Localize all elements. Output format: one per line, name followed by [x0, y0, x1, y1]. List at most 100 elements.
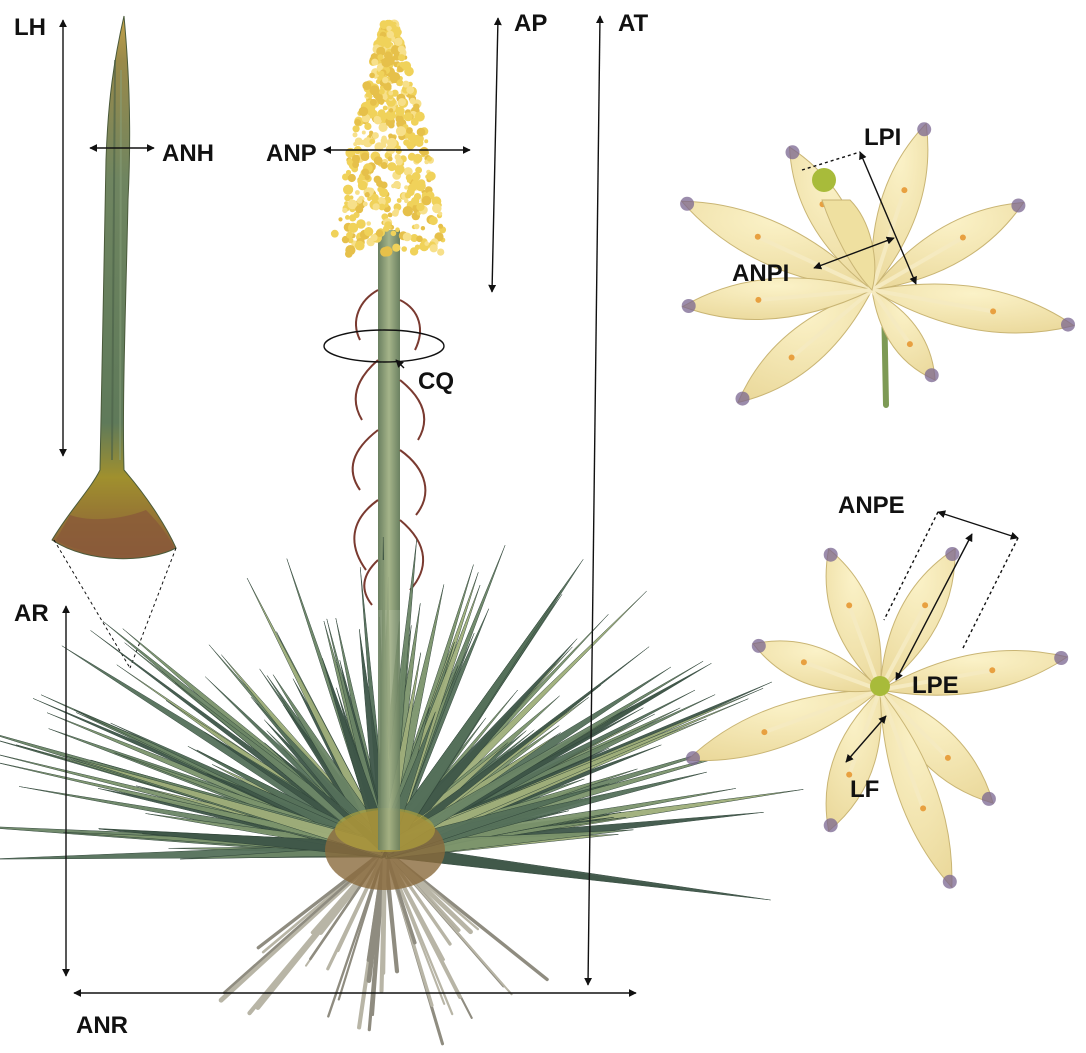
- panicle-floret: [371, 194, 379, 202]
- panicle-floret: [359, 107, 369, 117]
- panicle-floret: [421, 226, 425, 230]
- panicle-floret: [396, 126, 406, 136]
- panicle-floret: [342, 208, 347, 213]
- inflorescence-illustration: [331, 20, 446, 611]
- anther: [945, 755, 951, 761]
- anther: [846, 602, 852, 608]
- panicle-floret: [404, 112, 413, 121]
- panicle-floret: [387, 31, 395, 39]
- panicle-floret: [427, 172, 436, 181]
- panicle-floret: [389, 108, 393, 112]
- panicle-floret: [380, 101, 384, 105]
- panicle-floret: [369, 139, 375, 145]
- label-lh: LH: [14, 16, 46, 40]
- panicle-floret: [396, 115, 404, 123]
- panicle-floret: [371, 59, 378, 66]
- panicle-floret: [397, 80, 404, 87]
- panicle-floret: [409, 98, 415, 104]
- panicle-floret: [392, 210, 399, 217]
- panicle-floret: [358, 181, 368, 191]
- panicle-floret: [353, 142, 357, 146]
- panicle-floret: [388, 156, 393, 161]
- scape-base: [378, 560, 400, 850]
- label-anh: ANH: [162, 142, 214, 166]
- panicle-floret: [416, 203, 424, 211]
- panicle-floret: [381, 182, 388, 189]
- panicle-floret: [345, 250, 353, 258]
- petal-tip: [943, 875, 957, 889]
- panicle-floret: [354, 119, 361, 126]
- panicle-floret: [403, 206, 413, 216]
- panicle-floret: [372, 132, 379, 139]
- panicle-floret: [386, 26, 391, 31]
- panicle-floret: [391, 231, 397, 237]
- panicle-floret: [408, 184, 417, 193]
- panicle-floret: [361, 152, 370, 161]
- panicle-floret: [355, 190, 360, 195]
- panicle-floret: [383, 106, 388, 111]
- panicle-floret: [430, 244, 438, 252]
- panicle-floret: [365, 192, 369, 196]
- stigma: [870, 676, 890, 696]
- panicle-floret: [381, 58, 391, 68]
- panicle-floret: [378, 111, 384, 117]
- panicle-floret: [396, 158, 403, 165]
- rosette-illustration: [0, 537, 803, 1044]
- panicle-floret: [398, 98, 406, 106]
- anther: [755, 234, 761, 240]
- panicle-floret: [392, 244, 400, 252]
- panicle-floret: [432, 204, 442, 214]
- panicle-floret: [382, 77, 388, 83]
- petal-tip: [1011, 199, 1025, 213]
- panicle-floret: [398, 54, 405, 61]
- petal-tip: [680, 197, 694, 211]
- label-lpe: LPE: [912, 674, 959, 698]
- panicle-floret: [338, 217, 342, 221]
- label-ar: AR: [14, 602, 49, 626]
- panicle-floret: [349, 195, 353, 199]
- anther: [801, 659, 807, 665]
- panicle-floret: [406, 127, 413, 134]
- panicle-floret: [424, 139, 428, 143]
- panicle-floret: [370, 85, 380, 95]
- panicle-floret: [382, 246, 392, 256]
- label-lf: LF: [850, 778, 879, 802]
- panicle-floret: [407, 134, 412, 139]
- panicle-floret: [331, 230, 339, 238]
- panicle-floret: [388, 91, 393, 96]
- panicle-floret: [367, 197, 371, 201]
- anther: [907, 341, 913, 347]
- arrow-ap: [492, 18, 498, 292]
- anther: [990, 308, 996, 314]
- panicle-floret: [352, 155, 360, 163]
- panicle-floret: [391, 24, 396, 29]
- panicle-floret: [388, 213, 393, 218]
- panicle-floret: [387, 138, 397, 148]
- anther: [761, 729, 767, 735]
- panicle-floret: [418, 179, 426, 187]
- anther: [922, 602, 928, 608]
- panicle-floret: [353, 132, 358, 137]
- panicle-floret: [427, 156, 432, 161]
- panicle-floret: [398, 46, 405, 53]
- panicle-floret: [387, 225, 391, 229]
- flower-bottom-petals: [686, 547, 1068, 889]
- panicle-floret: [369, 73, 375, 79]
- label-at: AT: [618, 12, 648, 36]
- panicle-floret: [360, 140, 365, 145]
- anther: [789, 355, 795, 361]
- petal-tip: [786, 145, 800, 159]
- panicle-floret: [362, 131, 366, 135]
- panicle-floret: [429, 216, 438, 225]
- panicle-floret: [362, 169, 370, 177]
- stigma: [812, 168, 836, 192]
- panicle-floret: [370, 234, 377, 241]
- panicle-floret: [395, 227, 400, 232]
- panicle-floret: [374, 156, 383, 165]
- panicle-floret: [348, 174, 356, 182]
- petal-tip: [982, 792, 996, 806]
- petal-tip: [682, 299, 696, 313]
- panicle-floret: [357, 198, 363, 204]
- panicle-floret: [346, 170, 351, 175]
- panicle-floret: [373, 203, 380, 210]
